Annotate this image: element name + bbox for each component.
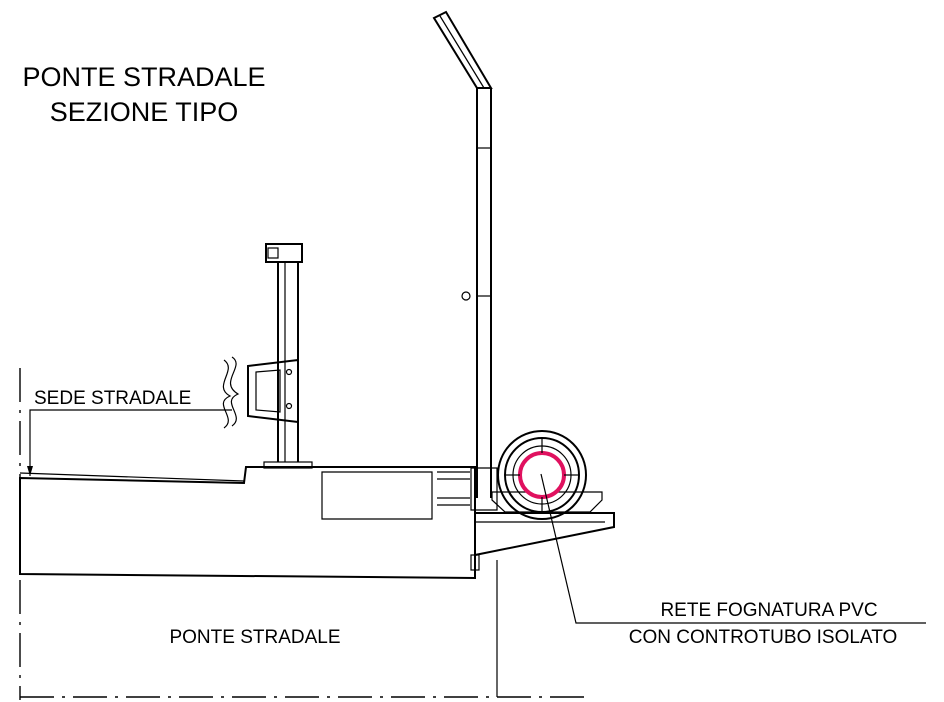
leader-pipe <box>540 473 926 624</box>
drawing-title-line1: PONTE STRADALE <box>22 62 265 92</box>
cantilever-bracket <box>470 512 615 571</box>
sewer-pipe <box>491 430 603 520</box>
guardrail-post <box>222 243 313 469</box>
centerline <box>19 368 592 700</box>
drawing-title-line2: SEZIONE TIPO <box>50 97 239 127</box>
label-bridge: PONTE STRADALE <box>169 627 340 648</box>
label-road: SEDE STRADALE <box>34 388 191 409</box>
leader-road <box>29 409 232 476</box>
label-pipe-line2: CON CONTROTUBO ISOLATO <box>629 627 898 648</box>
bridge-deck-slab <box>19 466 476 580</box>
lighting-pole <box>432 10 498 511</box>
label-pipe-line1: RETE FOGNATURA PVC <box>660 600 877 621</box>
